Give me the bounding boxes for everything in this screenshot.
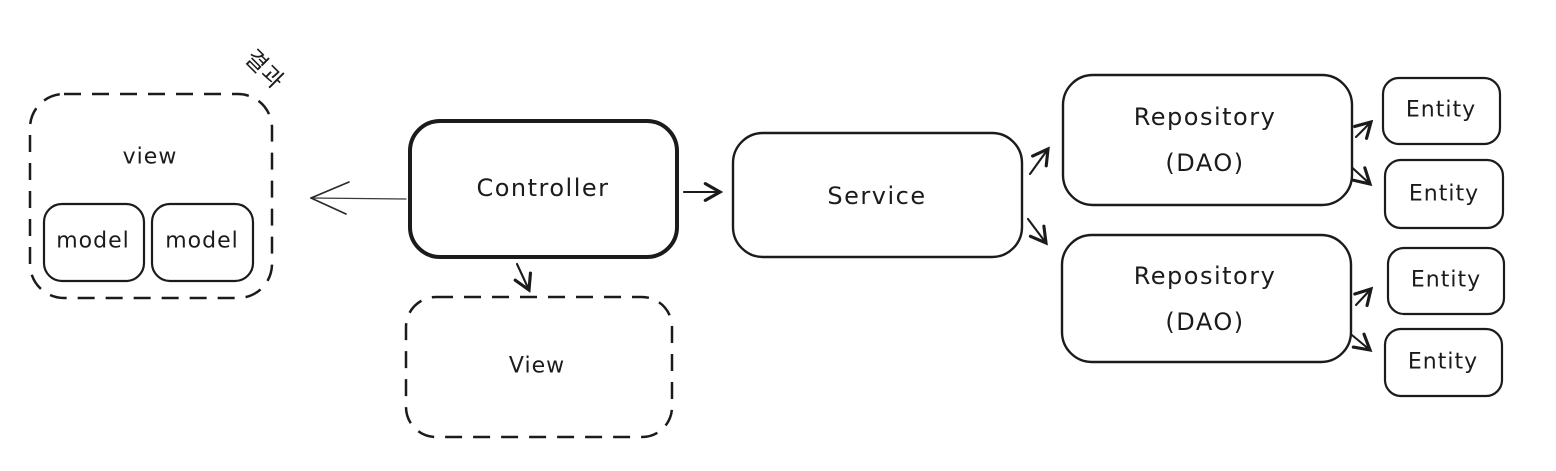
arrow-service-to-repository-top bbox=[1028, 149, 1048, 176]
repository-bottom-title: Repository bbox=[1134, 262, 1277, 290]
repository-top-subtitle: (DAO) bbox=[1165, 149, 1244, 177]
arrow-service-to-repository-bottom bbox=[1026, 217, 1046, 243]
result-group-label: view bbox=[123, 145, 178, 170]
entity-label-2: Entity bbox=[1409, 182, 1479, 207]
repository-top-box bbox=[1061, 73, 1354, 207]
result-annotation: 결과 bbox=[239, 45, 289, 95]
entity-box-4 bbox=[1383, 327, 1504, 398]
repository-bottom-subtitle: (DAO) bbox=[1165, 308, 1244, 336]
repository-bottom-box bbox=[1060, 233, 1353, 364]
model-box-2 bbox=[150, 202, 255, 283]
service-box bbox=[731, 131, 1024, 259]
service-label: Service bbox=[827, 182, 926, 210]
entity-box-3 bbox=[1386, 246, 1506, 316]
repository-top-title: Repository bbox=[1134, 103, 1277, 131]
view-box bbox=[404, 295, 674, 439]
model-box-1 bbox=[42, 202, 146, 283]
view-label: View bbox=[509, 354, 565, 379]
entity-box-1 bbox=[1381, 76, 1502, 146]
arrow-repository-top-to-entity-1 bbox=[1356, 122, 1371, 137]
model-label-2: model bbox=[165, 229, 239, 254]
arrow-controller-to-result bbox=[310, 181, 407, 215]
controller-label: Controller bbox=[476, 174, 609, 202]
model-label-1: model bbox=[56, 229, 130, 254]
arrow-repository-bottom-to-entity-3 bbox=[1356, 289, 1371, 305]
arrow-controller-to-view bbox=[517, 262, 529, 290]
entity-label-4: Entity bbox=[1408, 350, 1478, 375]
result-group-box bbox=[28, 92, 274, 300]
entity-label-3: Entity bbox=[1411, 268, 1481, 293]
entity-label-1: Entity bbox=[1406, 98, 1476, 123]
entity-box-2 bbox=[1383, 158, 1505, 230]
controller-box bbox=[408, 119, 679, 259]
